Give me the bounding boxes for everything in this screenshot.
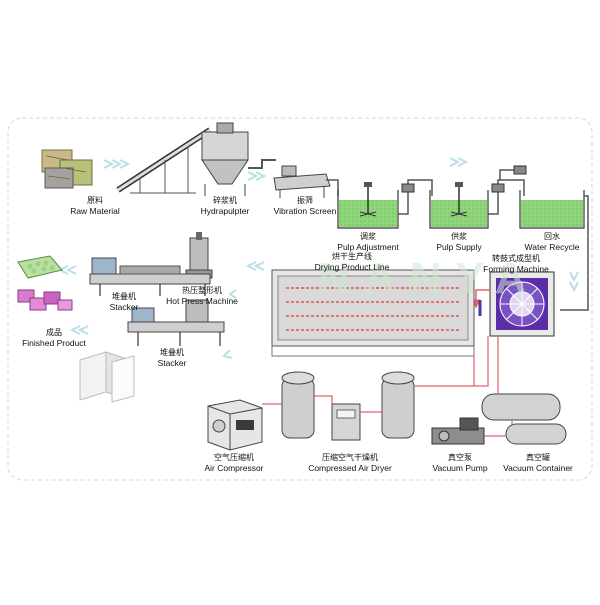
label-pulp-supply-zh: 供浆 [451,232,467,241]
label-vacuum-container: 真空罐 Vacuum Container [503,453,573,473]
label-stacker-bottom-zh: 堆叠机 [159,348,184,357]
flow-arrow-3 [449,157,469,167]
label-water-recycle-en: Water Recycle [524,242,580,252]
hydrapulper-machine [201,122,276,196]
label-air-dryer: 压缩空气干燥机 Compressed Air Dryer [308,453,392,473]
label-drying-line-en: Drying Product Line [314,262,390,272]
flow-arrow-1 [103,159,131,169]
label-hydrapulpter-zh: 碎浆机 [212,196,237,205]
label-pulp-adjustment-en: Pulp Adjustment [337,242,399,252]
compressed-air-dryer-machine [331,403,361,441]
raw-material-icon [41,149,93,189]
label-drying-line-zh: 烘干生产线 [332,252,372,261]
flow-arrow-2 [247,171,267,181]
vacuum-container-tank-top [481,393,561,421]
label-stacker-top-zh: 堆叠机 [111,292,136,301]
label-stacker-top: 堆叠机 Stacker [110,292,139,312]
label-stacker-bottom: 堆叠机 Stacker [158,348,187,368]
label-pulp-adjustment: 调浆 Pulp Adjustment [337,232,398,252]
air-vacuum-pipes [262,336,513,437]
outer-frame [7,117,593,481]
label-water-recycle: 回水 Water Recycle [525,232,580,252]
vibration-screen-machine [273,165,339,198]
label-hot-press: 热压整形机 Hot Press Machine [166,286,238,306]
air-tank-right [381,371,415,439]
label-forming-machine-zh: 转鼓式成型机 [491,254,540,263]
drying-heat-lines [286,287,460,331]
label-finished-product-zh: 成品 [45,328,62,337]
inclined-conveyor [116,127,212,194]
label-drying-line: 烘干生产线 Drying Product Line [315,252,390,272]
label-pulp-supply-en: Pulp Supply [436,242,482,252]
label-vibration-screen: 振筛 Vibration Screen [274,196,337,216]
air-tank-left [281,371,315,439]
label-vacuum-container-en: Vacuum Container [503,463,573,473]
water-recycle-tank [519,190,585,229]
label-vacuum-pump-zh: 真空泵 [448,453,472,462]
air-compressor-machine [207,399,263,451]
label-pulp-supply: 供浆 Pulp Supply [436,232,481,252]
label-stacker-bottom-en: Stacker [157,358,187,368]
hot-press-machine [185,232,213,279]
vacuum-pump-machine [431,417,485,445]
pulp-adjustment-tank [337,182,399,229]
label-finished-product: 成品 Finished Product [22,328,86,348]
label-forming-machine: 转鼓式成型机 Forming Machine [483,254,549,274]
label-water-recycle-zh: 回水 [543,232,560,241]
tank-pumps [401,165,527,193]
pulp-supply-tank [429,182,489,229]
flow-arrow-7 [69,325,89,335]
label-hydrapulpter-en: Hydrapulpter [200,206,250,216]
flow-arrow-5 [245,261,265,271]
vacuum-container-tank-bottom [505,423,567,445]
label-vacuum-pump-en: Vacuum Pump [432,463,488,473]
label-air-dryer-zh: 压缩空气干燥机 [321,453,378,462]
label-air-compressor-en: Air Compressor [204,463,264,473]
flow-arrows [57,157,579,359]
label-air-compressor-zh: 空气压缩机 [213,453,254,462]
label-hydrapulpter: 碎浆机 Hydrapulpter [201,196,250,216]
flow-arrow-9 [228,289,237,299]
packing-boxes-product-icon [79,351,135,403]
label-finished-product-en: Finished Product [22,338,86,348]
flow-arrow-4 [569,271,579,293]
label-vibration-screen-zh: 振筛 [297,196,313,205]
label-raw-material: 原料 Raw Material [70,196,120,216]
label-pulp-adjustment-zh: 调浆 [360,232,376,241]
stacker-top-machine [89,257,211,296]
label-forming-machine-en: Forming Machine [483,264,549,274]
label-hot-press-zh: 热压整形机 [182,286,222,295]
stacker-bottom-machine [127,299,225,346]
tank-pipes [398,169,589,311]
colored-trays-product-icon [17,289,73,311]
label-vacuum-container-zh: 真空罐 [526,453,550,462]
label-hot-press-en: Hot Press Machine [166,296,238,306]
drying-line [271,269,475,357]
label-air-dryer-en: Compressed Air Dryer [308,463,392,473]
label-stacker-top-en: Stacker [109,302,139,312]
forming-machine [471,271,555,337]
label-raw-material-en: Raw Material [70,206,120,216]
egg-tray-product-icon [17,255,63,279]
flow-arrow-8 [222,349,233,359]
label-vibration-screen-en: Vibration Screen [273,206,337,216]
label-air-compressor: 空气压缩机 Air Compressor [204,453,263,473]
label-raw-material-zh: 原料 [86,196,103,205]
label-vacuum-pump: 真空泵 Vacuum Pump [432,453,487,473]
